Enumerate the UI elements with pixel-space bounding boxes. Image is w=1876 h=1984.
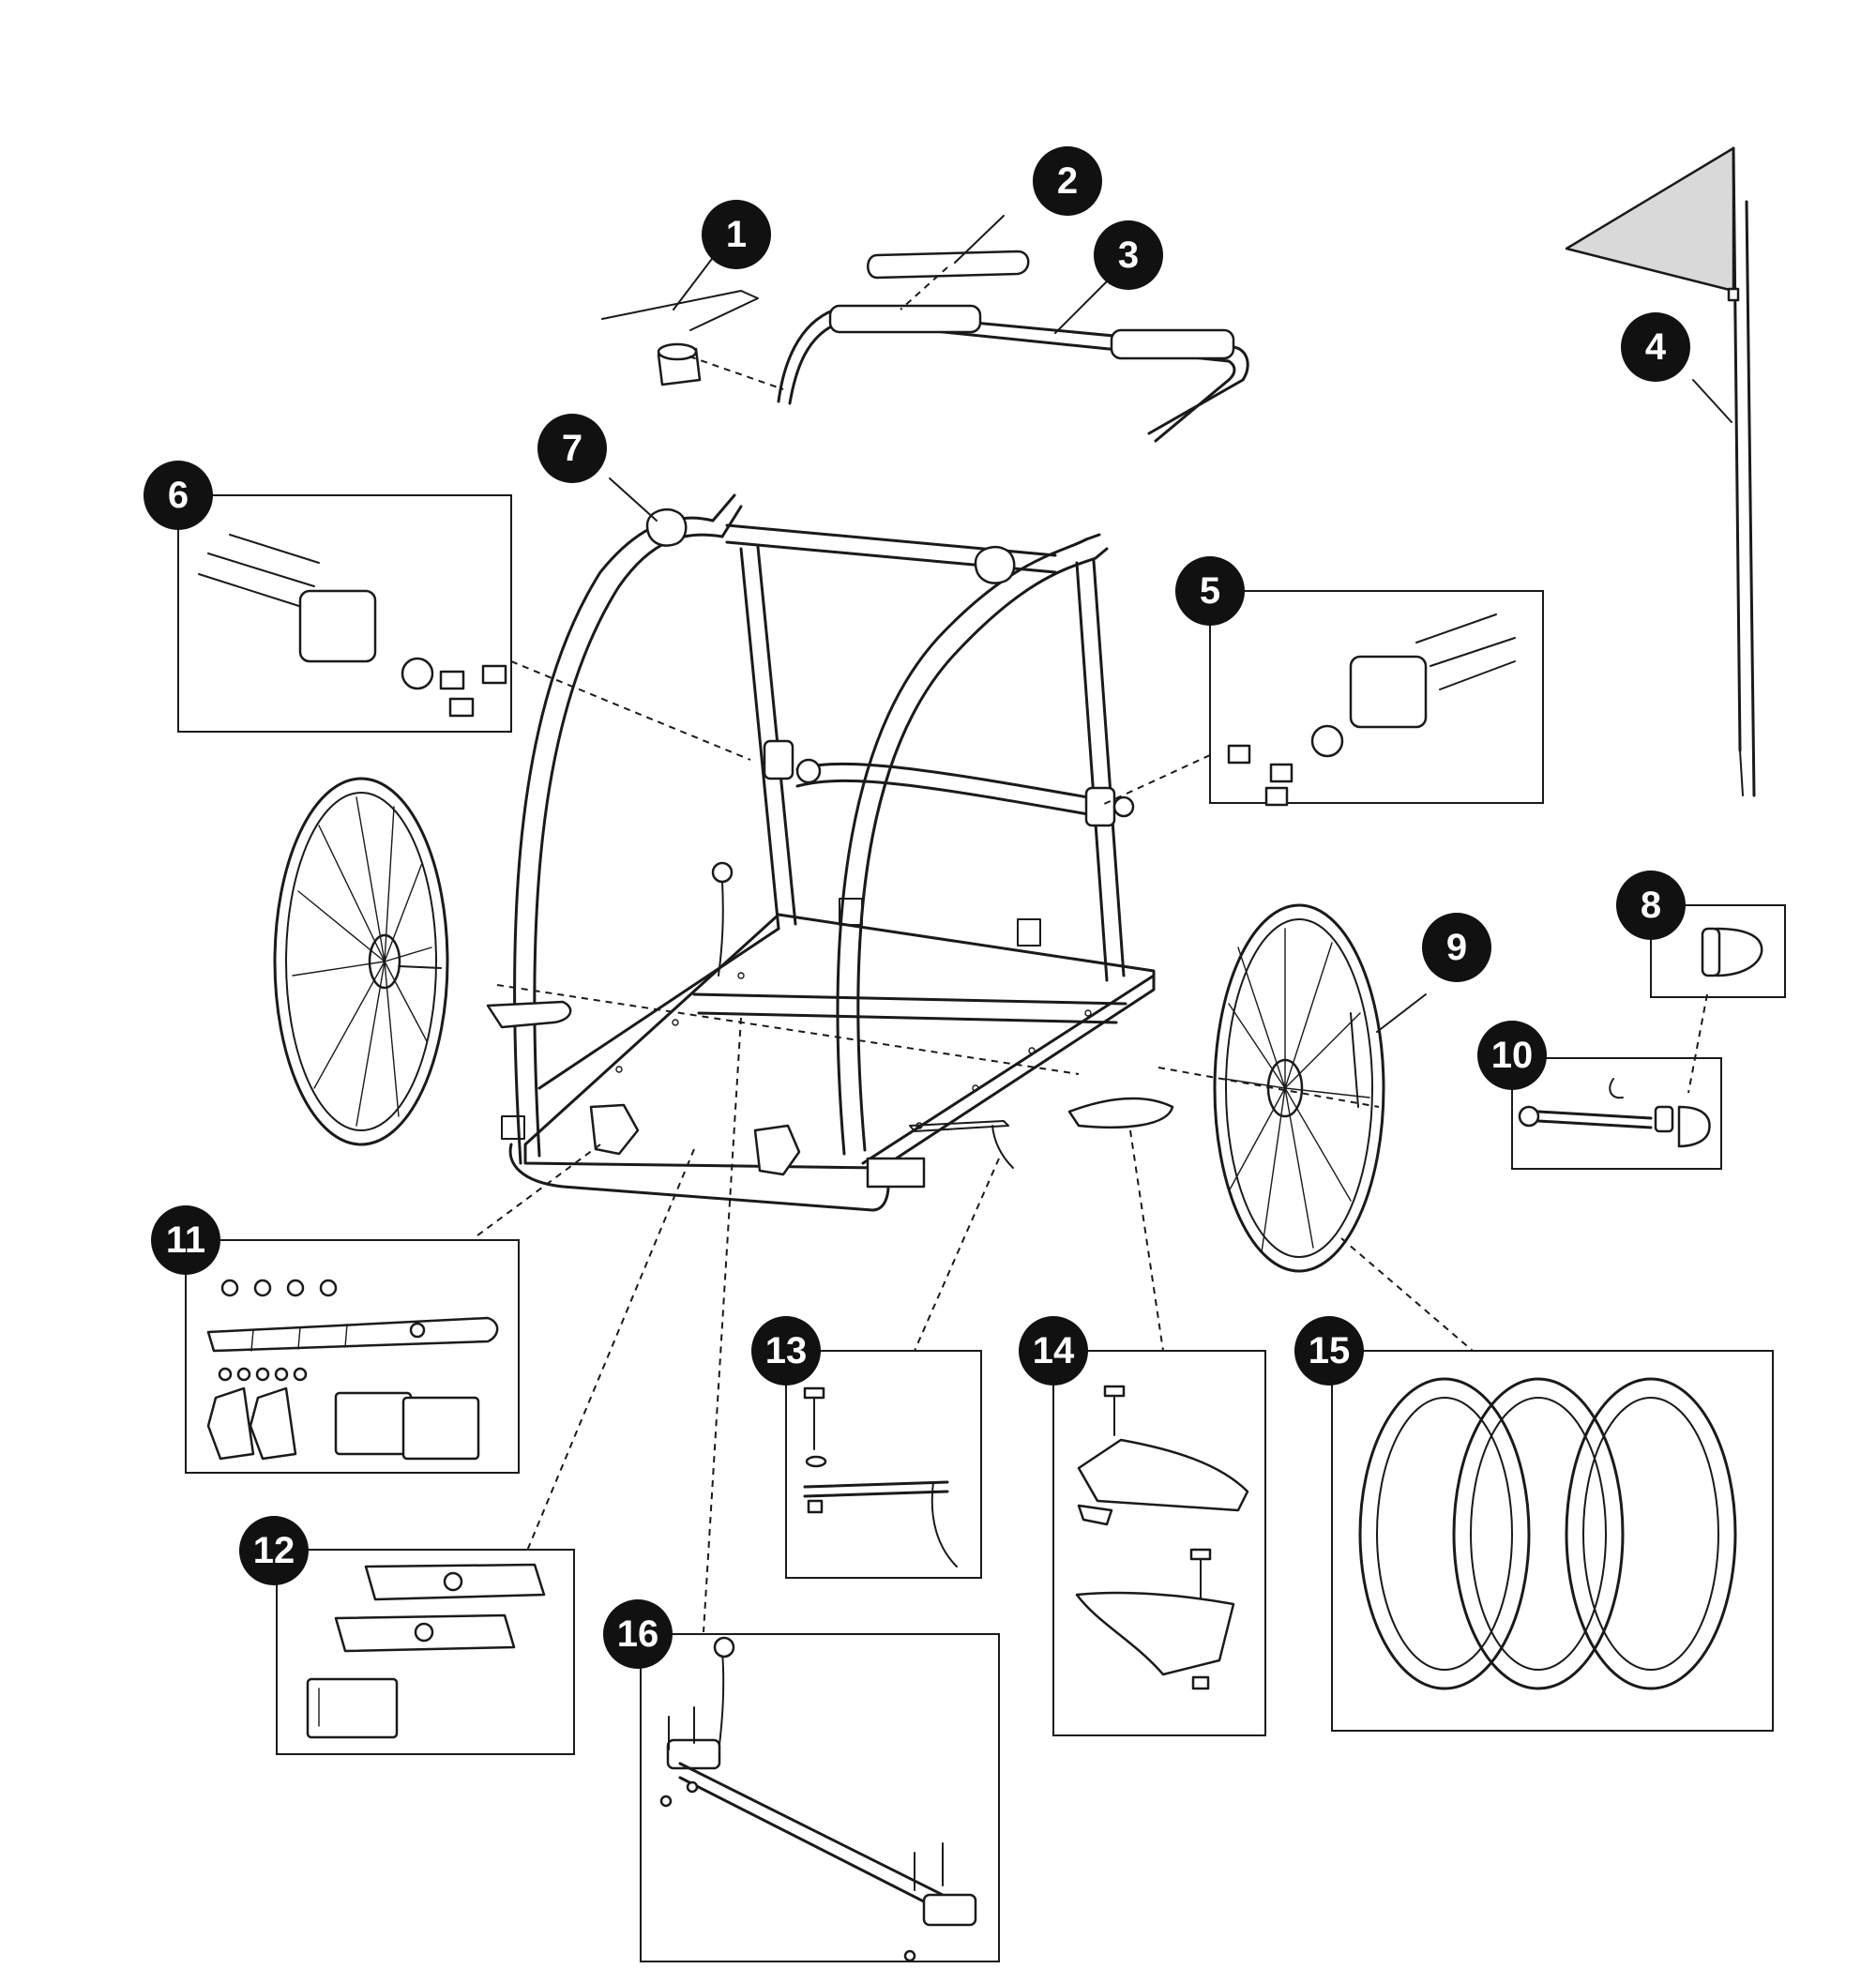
callout-7: 7 [537,414,607,483]
svg-text:9: 9 [1446,927,1467,968]
svg-text:8: 8 [1641,885,1661,926]
svg-text:4: 4 [1645,326,1667,368]
part-13-box [785,1350,982,1579]
part-14-box [1052,1350,1266,1736]
callout-4: 4 [1621,312,1690,382]
callout-12: 12 [239,1516,309,1585]
svg-text:14: 14 [1033,1330,1075,1371]
svg-text:6: 6 [168,475,189,516]
part-4-safety-flag [1565,146,1756,797]
part-11-box [185,1239,520,1474]
callout-3: 3 [1094,220,1163,290]
callout-11: 11 [151,1205,220,1275]
part-10-box [1511,1057,1722,1170]
svg-text:12: 12 [253,1530,295,1571]
svg-text:3: 3 [1118,235,1139,276]
callout-2: 2 [1033,146,1102,216]
part-1-lock-pin [601,290,759,386]
svg-text:1: 1 [726,214,747,255]
right-wheel [1213,903,1385,1273]
callout-5: 5 [1175,556,1245,626]
callout-6: 6 [144,461,213,530]
callout-10: 10 [1477,1021,1547,1090]
leader-lines [473,266,1708,1633]
callout-15: 15 [1294,1316,1364,1386]
callout-16: 16 [603,1599,673,1669]
callout-leaders [609,215,1732,1033]
callout-13: 13 [751,1316,821,1386]
part-3-handlebar [777,304,1249,443]
part-5-box [1209,590,1544,807]
left-wheel-spokes [292,796,432,1127]
svg-text:16: 16 [617,1613,659,1655]
frame-holes [615,972,1092,1129]
svg-text:10: 10 [1491,1035,1534,1076]
svg-text:7: 7 [562,428,582,469]
part-12-box [276,1549,575,1755]
callout-1: 1 [702,200,771,269]
part-16-box [640,1633,1000,1962]
svg-text:2: 2 [1057,160,1078,202]
right-wheel-spokes [1223,928,1370,1253]
svg-text:5: 5 [1200,570,1220,612]
callout-9: 9 [1422,913,1491,982]
part-8-box [1650,904,1786,998]
part-2-handle-grip [867,250,1030,280]
callout-14: 14 [1019,1316,1088,1386]
trailer-frame [486,493,1174,1212]
svg-text:11: 11 [166,1219,205,1261]
part-6-box [177,494,512,733]
svg-text:13: 13 [765,1330,808,1371]
part-15-box [1331,1350,1774,1732]
left-wheel [273,777,449,1146]
svg-text:15: 15 [1309,1330,1351,1371]
callout-8: 8 [1616,871,1686,940]
